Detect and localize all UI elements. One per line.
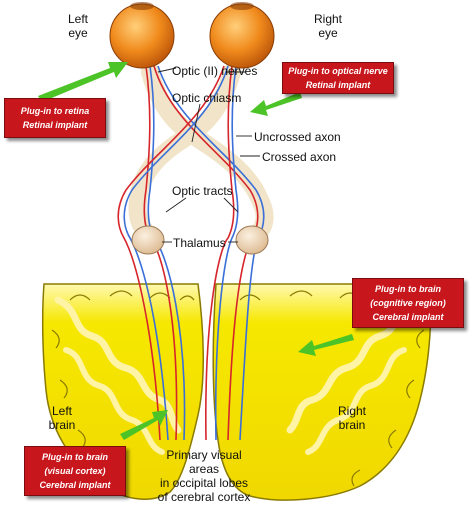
brain-cognitive-implant-box: Plug-in to brain (cognitive region) Cere… xyxy=(352,278,464,328)
implant-arrows xyxy=(38,62,354,440)
brain-visual-implant-box: Plug-in to brain (visual cortex) Cerebra… xyxy=(24,446,126,496)
optic-chiasm-label: Optic chiasm xyxy=(172,91,242,105)
left-brain-label: Left brain xyxy=(44,404,80,432)
right-brain-label-line1: Right xyxy=(337,404,366,418)
primary-visual-label-line2: areas xyxy=(188,462,220,476)
primary-visual-label: Primary visual areas in occipital lobes … xyxy=(140,448,268,504)
optic-nerve-implant-box: Plug-in to optical nerve Retinal implant xyxy=(282,62,394,94)
uncrossed-axon-label: Uncrossed axon xyxy=(254,130,341,144)
retina-implant-line2: Retinal implant xyxy=(22,120,88,130)
right-thalamus xyxy=(235,225,269,255)
left-brain-label-line2: brain xyxy=(48,418,76,432)
left-eyeball xyxy=(109,2,175,69)
thalamus-label: Thalamus xyxy=(173,236,226,250)
left-eye-label-line1: Left xyxy=(67,12,88,26)
crossed-axon-label: Crossed axon xyxy=(262,150,337,164)
brain-visual-implant-line1: Plug-in to brain xyxy=(42,452,108,462)
right-eyeball xyxy=(209,2,275,69)
optic-nerve-implant-line1: Plug-in to optical nerve xyxy=(288,66,388,76)
right-eye-label-line1: Right xyxy=(313,12,342,26)
brain-cognitive-implant-line1: Plug-in to brain xyxy=(375,284,441,294)
right-eye-label-line2: eye xyxy=(318,26,338,40)
brain-cognitive-implant-line2: (cognitive region) xyxy=(370,298,446,308)
left-thalamus xyxy=(131,225,165,255)
retina-implant-line1: Plug-in to retina xyxy=(20,106,90,116)
brain-visual-implant-line2: (visual cortex) xyxy=(44,466,106,476)
optic-nerve-implant-line2: Retinal implant xyxy=(305,80,371,90)
primary-visual-label-line1: Primary visual xyxy=(166,448,242,462)
leader-lines xyxy=(157,67,260,243)
arrow-brain-cognitive xyxy=(298,334,354,356)
optic-nerves-label: Optic (II) nerves xyxy=(172,64,258,78)
brain-visual-implant-line3: Cerebral implant xyxy=(39,480,111,490)
right-brain-label-line2: brain xyxy=(338,418,366,432)
left-eye-label: Left eye xyxy=(60,12,96,40)
arrow-brain-visual xyxy=(120,410,168,440)
retina-implant-box: Plug-in to retina Retinal implant xyxy=(4,98,106,138)
arrow-retina xyxy=(38,62,128,102)
brain-cognitive-implant-line3: Cerebral implant xyxy=(372,312,444,322)
left-brain-label-line1: Left xyxy=(51,404,72,418)
right-brain-label: Right brain xyxy=(332,404,372,432)
right-eye-label: Right eye xyxy=(308,12,348,40)
left-hemisphere xyxy=(41,283,204,500)
primary-visual-label-line3: in occipital lobes xyxy=(159,476,249,490)
optic-tracts-label: Optic tracts xyxy=(172,184,233,198)
left-eye-label-line2: eye xyxy=(68,26,88,40)
primary-visual-label-line4: of cerebral cortex xyxy=(157,490,251,504)
arrow-optic-nerve xyxy=(250,92,302,116)
